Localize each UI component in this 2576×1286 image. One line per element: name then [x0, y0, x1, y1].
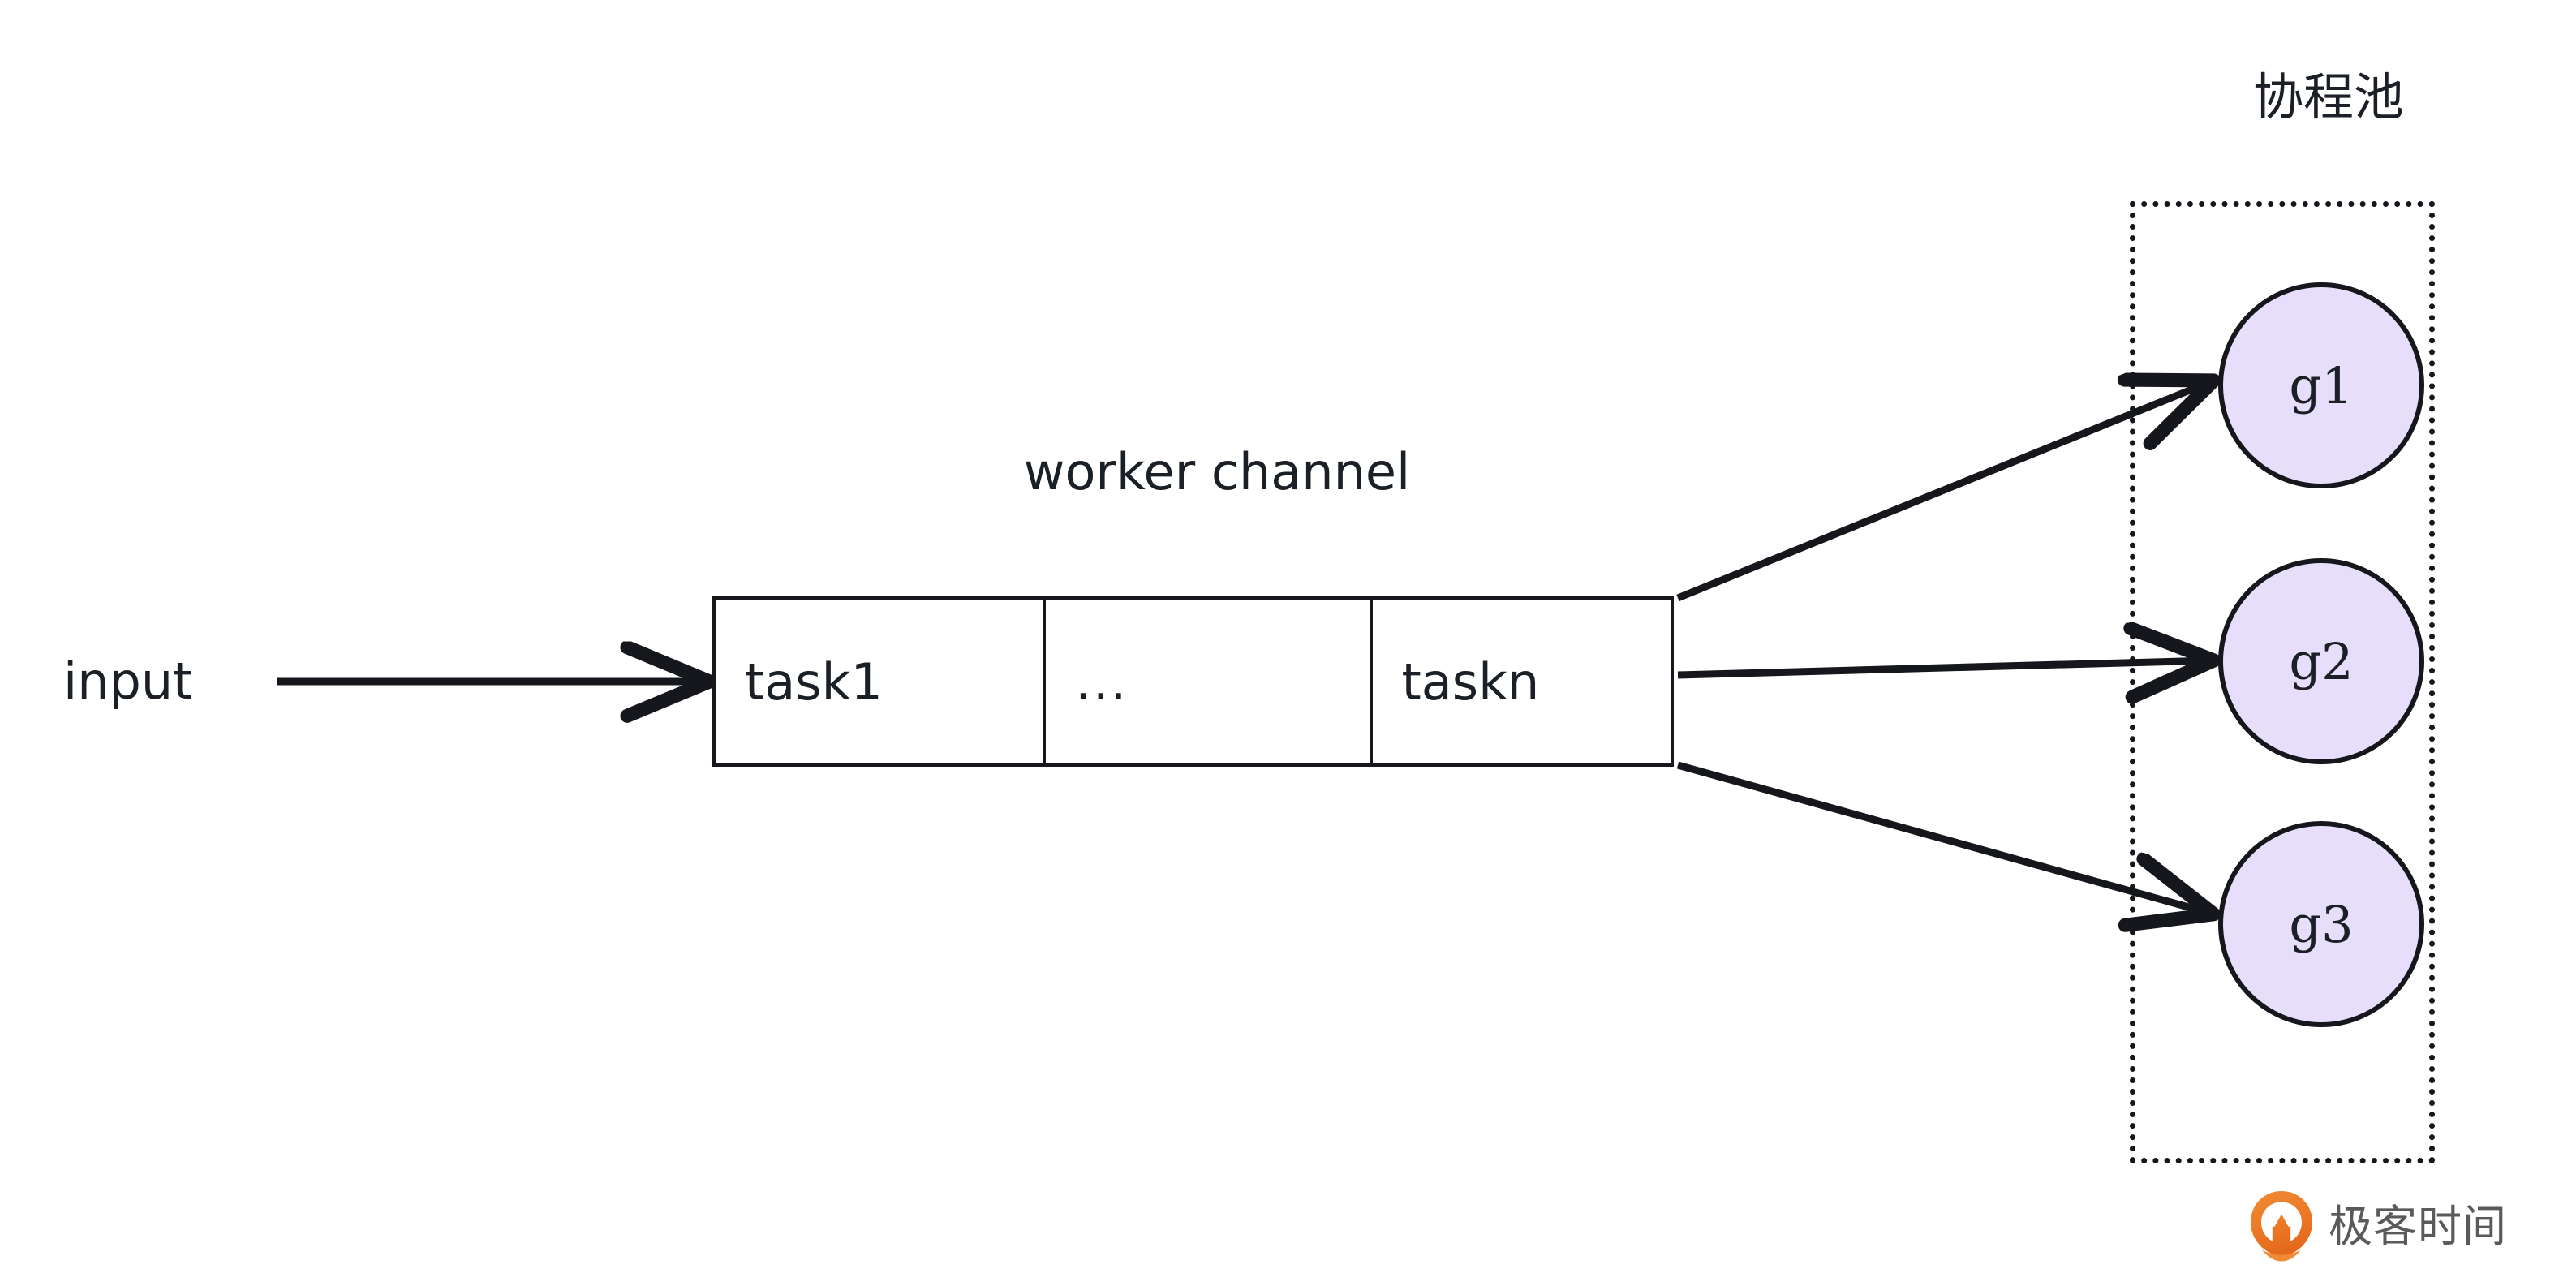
- goroutine-circle-g3: g3: [2218, 821, 2424, 1027]
- watermark-text: 极客时间: [2329, 1201, 2507, 1252]
- goroutine-pool-container: [2130, 201, 2435, 1163]
- worker-channel-box: task1 ... taskn: [712, 596, 1674, 767]
- channel-cell-taskn: taskn: [1369, 600, 1671, 763]
- channel-cell-label: ...: [1075, 652, 1129, 712]
- goroutine-label: g1: [2289, 355, 2354, 415]
- input-label: input: [63, 652, 193, 711]
- channel-cell-task1: task1: [716, 600, 1043, 763]
- dispatch-arrow-g2: [1677, 660, 2212, 675]
- channel-cell-label: taskn: [1401, 652, 1540, 712]
- goroutine-label: g3: [2289, 894, 2354, 954]
- goroutine-circle-g1: g1: [2218, 282, 2424, 488]
- geektime-pin-logo: [2251, 1191, 2312, 1262]
- channel-cell-ellipsis: ...: [1043, 600, 1369, 763]
- pool-title: 协程池: [2252, 67, 2404, 127]
- goroutine-label: g2: [2289, 631, 2354, 691]
- channel-cell-label: task1: [745, 652, 883, 712]
- dispatch-arrow-g3: [1676, 761, 2212, 914]
- dispatch-arrow-g1: [1676, 381, 2212, 602]
- worker-channel-title: worker channel: [1023, 442, 1411, 501]
- goroutine-circle-g2: g2: [2218, 558, 2424, 764]
- watermark: 极客时间: [2247, 1186, 2507, 1267]
